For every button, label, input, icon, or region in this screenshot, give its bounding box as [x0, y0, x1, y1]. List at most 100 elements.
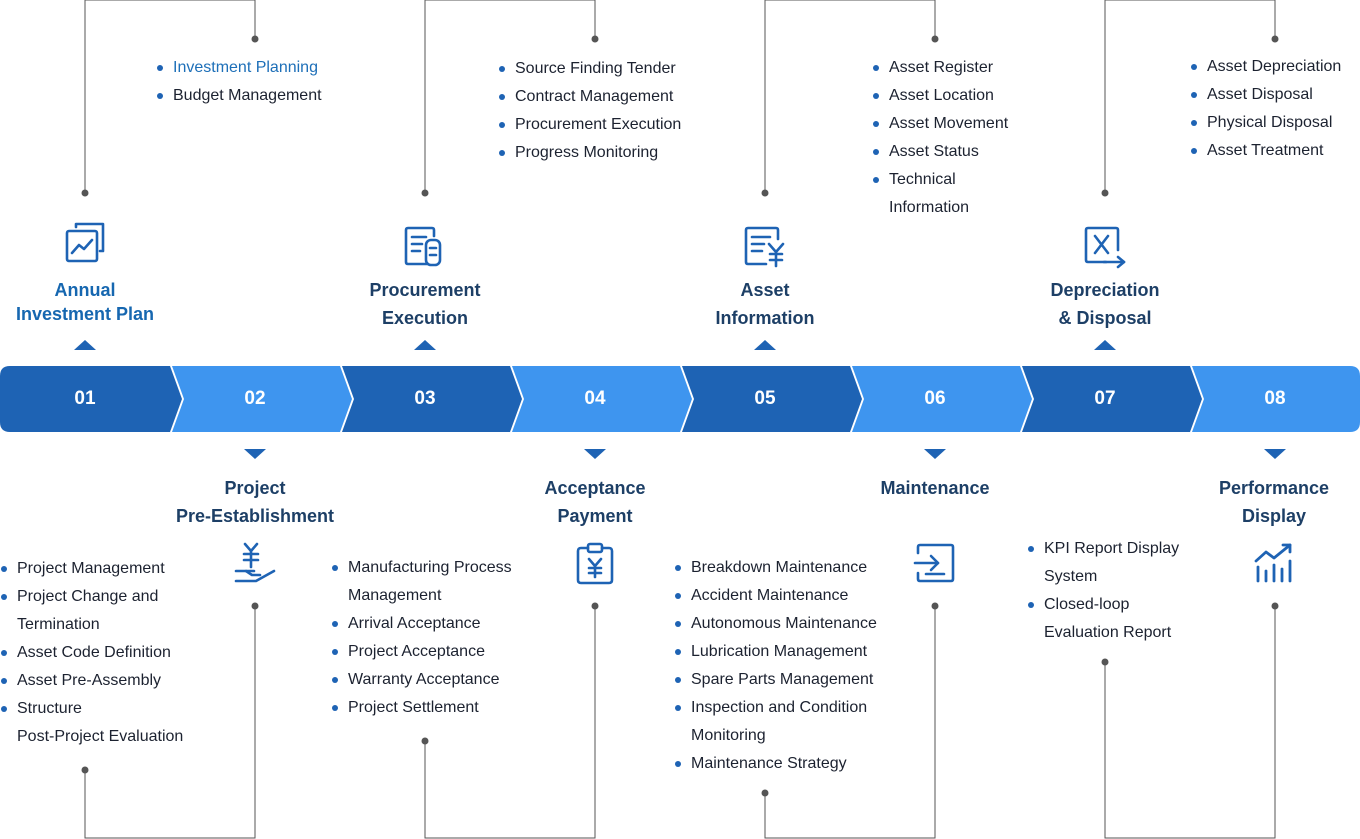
- step-items-01: Investment Planning Budget Management: [157, 54, 322, 110]
- list-item: Progress Monitoring: [499, 139, 681, 167]
- step-items-05: Asset Register Asset Location Asset Move…: [873, 54, 1008, 222]
- band-segment-07: [1022, 366, 1202, 432]
- list-item: Technical: [873, 166, 1008, 194]
- step-title-02-line-2: Pre-Establishment: [175, 506, 335, 526]
- step-title-04-line-2: Payment: [557, 506, 633, 526]
- list-item: Maintenance Strategy: [675, 750, 877, 778]
- list-item: Asset Treatment: [1191, 137, 1341, 165]
- band-segment-02: [172, 366, 352, 432]
- list-item: Asset Disposal: [1191, 81, 1341, 109]
- step-title-06: Maintenance: [835, 474, 1035, 502]
- yen-list-icon: [742, 224, 788, 270]
- step-title-04: Acceptance Payment: [495, 474, 695, 530]
- step-title-06-line-1: Maintenance: [880, 478, 990, 498]
- step-items-02: Project Management Project Change and Te…: [1, 555, 183, 751]
- x-export-icon: [1082, 224, 1128, 270]
- list-item: Project Change and: [1, 583, 183, 611]
- pointer-down-04: [584, 449, 606, 459]
- list-item: Asset Movement: [873, 110, 1008, 138]
- step-number-07: 07: [1094, 388, 1116, 409]
- chart-doc-icon: [62, 219, 108, 265]
- procurement-doc-icon: [402, 224, 448, 270]
- list-item: Manufacturing Process: [332, 554, 512, 582]
- yen-hand-icon: [232, 541, 278, 587]
- yen-clipboard-icon: [572, 541, 618, 587]
- list-item: Contract Management: [499, 83, 681, 111]
- list-item: Closed-loop: [1028, 591, 1179, 619]
- list-item: Asset Code Definition: [1, 639, 183, 667]
- timeline-band: [0, 366, 1360, 432]
- pointer-up-05: [754, 340, 776, 350]
- step-title-01-line-1: Annual: [54, 280, 116, 300]
- list-item: KPI Report Display: [1028, 535, 1179, 563]
- pointer-down-02: [244, 449, 266, 459]
- step-title-03-line-2: Execution: [381, 308, 469, 328]
- list-item: Inspection and Condition: [675, 694, 877, 722]
- list-item: Asset Register: [873, 54, 1008, 82]
- band-segment-08: [1192, 366, 1360, 432]
- step-title-03-line-1: Procurement: [369, 280, 481, 300]
- pointer-down-08: [1264, 449, 1286, 459]
- step-items-03: Source Finding Tender Contract Managemen…: [499, 55, 681, 167]
- step-items-04: Manufacturing Process Management Arrival…: [332, 554, 512, 722]
- list-item: System: [1044, 568, 1098, 585]
- step-number-05: 05: [754, 388, 776, 409]
- step-title-07-line-2: & Disposal: [1058, 308, 1152, 328]
- list-item: Asset Location: [873, 82, 1008, 110]
- step-title-01: Annual Investment Plan: [0, 278, 170, 326]
- list-item: Management: [348, 587, 442, 604]
- step-title-07: Depreciation & Disposal: [1005, 276, 1205, 332]
- band-segment-03: [342, 366, 522, 432]
- pointer-down-06: [924, 449, 946, 459]
- step-items-08: KPI Report Display System Closed-loop Ev…: [1028, 535, 1179, 647]
- step-number-03: 03: [414, 388, 436, 409]
- step-number-06: 06: [924, 388, 946, 409]
- list-item: Warranty Acceptance: [332, 666, 512, 694]
- step-title-08-line-1: Performance: [1218, 478, 1330, 498]
- step-title-08: Performance Display: [1174, 474, 1360, 530]
- list-item: Procurement Execution: [499, 111, 681, 139]
- step-title-08-line-2: Display: [1241, 506, 1307, 526]
- list-item: Asset Status: [873, 138, 1008, 166]
- step-title-07-line-1: Depreciation: [1050, 280, 1160, 300]
- bar-growth-icon: [1252, 541, 1298, 587]
- list-item: Project Acceptance: [332, 638, 512, 666]
- step-title-01-line-2: Investment Plan: [15, 304, 155, 324]
- list-item: Spare Parts Management: [675, 666, 877, 694]
- list-item: Termination: [17, 616, 100, 633]
- list-item: Physical Disposal: [1191, 109, 1341, 137]
- login-arrow-icon: [912, 541, 958, 587]
- list-item: Information: [889, 199, 970, 216]
- band-segment-05: [682, 366, 862, 432]
- list-item: Breakdown Maintenance: [675, 554, 877, 582]
- pointer-up-03: [414, 340, 436, 350]
- step-title-03: Procurement Execution: [325, 276, 525, 332]
- pointer-up-01: [74, 340, 96, 350]
- step-number-08: 08: [1264, 388, 1286, 409]
- list-item: Monitoring: [691, 727, 766, 744]
- pointer-up-07: [1094, 340, 1116, 350]
- list-item: Investment Planning: [157, 54, 322, 82]
- step-title-02-line-1: Project: [224, 478, 286, 498]
- step-items-07: Asset Depreciation Asset Disposal Physic…: [1191, 53, 1341, 165]
- step-title-05: Asset Information: [665, 276, 865, 332]
- list-item: Asset Depreciation: [1191, 53, 1341, 81]
- list-item: Post-Project Evaluation: [17, 728, 184, 745]
- list-item: Project Management: [1, 555, 183, 583]
- list-item: Source Finding Tender: [499, 55, 681, 83]
- list-item: Budget Management: [157, 82, 322, 110]
- step-title-02: Project Pre-Establishment: [155, 474, 355, 530]
- list-item: Lubrication Management: [675, 638, 877, 666]
- list-item: Accident Maintenance: [675, 582, 877, 610]
- list-item: Asset Pre-Assembly: [1, 667, 183, 695]
- list-item: Arrival Acceptance: [332, 610, 512, 638]
- step-title-05-line-1: Asset: [740, 280, 790, 300]
- list-item: Project Settlement: [332, 694, 512, 722]
- band-segment-04: [512, 366, 692, 432]
- step-title-04-line-1: Acceptance: [544, 478, 646, 498]
- step-number-02: 02: [244, 388, 266, 409]
- band-segment-06: [852, 366, 1032, 432]
- step-title-05-line-2: Information: [715, 308, 815, 328]
- list-item: Autonomous Maintenance: [675, 610, 877, 638]
